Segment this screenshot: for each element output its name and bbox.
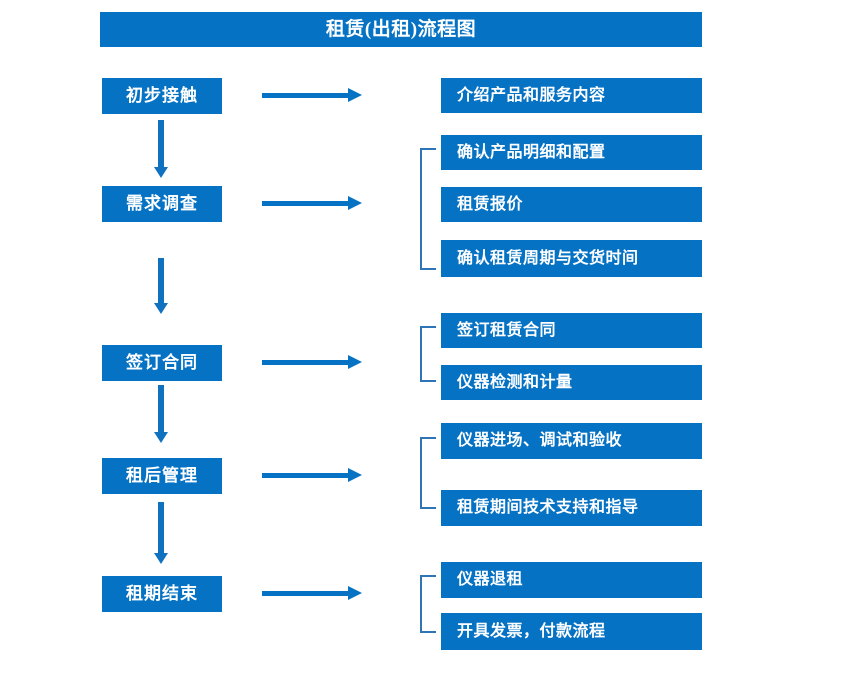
arrow-shaft	[262, 591, 350, 596]
arrow-head	[348, 468, 362, 482]
arrow-shaft	[262, 473, 350, 478]
detail-box-instrument-onsite[interactable]: 仪器进场、调试和验收	[441, 423, 702, 459]
detail-box-intro-product-service[interactable]: 介绍产品和服务内容	[441, 78, 702, 113]
arrow-shaft	[158, 120, 164, 167]
arrow-shaft	[262, 360, 350, 365]
arrow-head	[154, 167, 168, 178]
vertical-arrow-2	[154, 258, 168, 314]
arrow-shaft	[158, 258, 164, 303]
horizontal-arrow-initial-contact	[262, 88, 362, 102]
detail-box-instrument-test-meter[interactable]: 仪器检测和计量	[441, 365, 702, 400]
horizontal-arrow-lease-end	[262, 586, 362, 600]
horizontal-arrow-post-rent-manage	[262, 468, 362, 482]
arrow-shaft	[158, 385, 164, 432]
detail-box-invoice-payment[interactable]: 开具发票，付款流程	[441, 613, 702, 650]
group-bracket-post-rent	[420, 437, 436, 509]
stage-box-post-rent-manage[interactable]: 租后管理	[102, 458, 222, 494]
horizontal-arrow-demand-survey	[262, 196, 362, 210]
arrow-shaft	[262, 201, 350, 206]
arrow-head	[154, 303, 168, 314]
group-bracket-demand	[420, 148, 436, 270]
detail-box-confirm-spec-config[interactable]: 确认产品明细和配置	[441, 135, 702, 170]
detail-box-rental-quotation[interactable]: 租赁报价	[441, 187, 702, 222]
arrow-head	[348, 88, 362, 102]
group-bracket-lease-end	[420, 575, 436, 633]
detail-box-confirm-term-delivery[interactable]: 确认租赁周期与交货时间	[441, 240, 702, 277]
arrow-shaft	[262, 93, 350, 98]
group-bracket-contract	[420, 326, 436, 382]
stage-box-demand-survey[interactable]: 需求调查	[102, 186, 222, 222]
vertical-arrow-3	[154, 385, 168, 443]
detail-box-instrument-return[interactable]: 仪器退租	[441, 562, 702, 598]
arrow-head	[154, 432, 168, 443]
vertical-arrow-4	[154, 502, 168, 564]
vertical-arrow-1	[154, 120, 168, 178]
arrow-head	[348, 355, 362, 369]
arrow-shaft	[158, 502, 164, 553]
stage-box-lease-end[interactable]: 租期结束	[102, 576, 222, 612]
arrow-head	[154, 553, 168, 564]
stage-box-sign-contract[interactable]: 签订合同	[102, 345, 222, 381]
stage-box-initial-contact[interactable]: 初步接触	[102, 78, 222, 114]
flowchart-title: 租赁(出租)流程图	[100, 12, 702, 47]
arrow-head	[348, 196, 362, 210]
arrow-head	[348, 586, 362, 600]
detail-box-sign-rental-contract[interactable]: 签订租赁合同	[441, 313, 702, 348]
detail-box-tech-support-guidance[interactable]: 租赁期间技术支持和指导	[441, 490, 702, 526]
horizontal-arrow-sign-contract	[262, 355, 362, 369]
